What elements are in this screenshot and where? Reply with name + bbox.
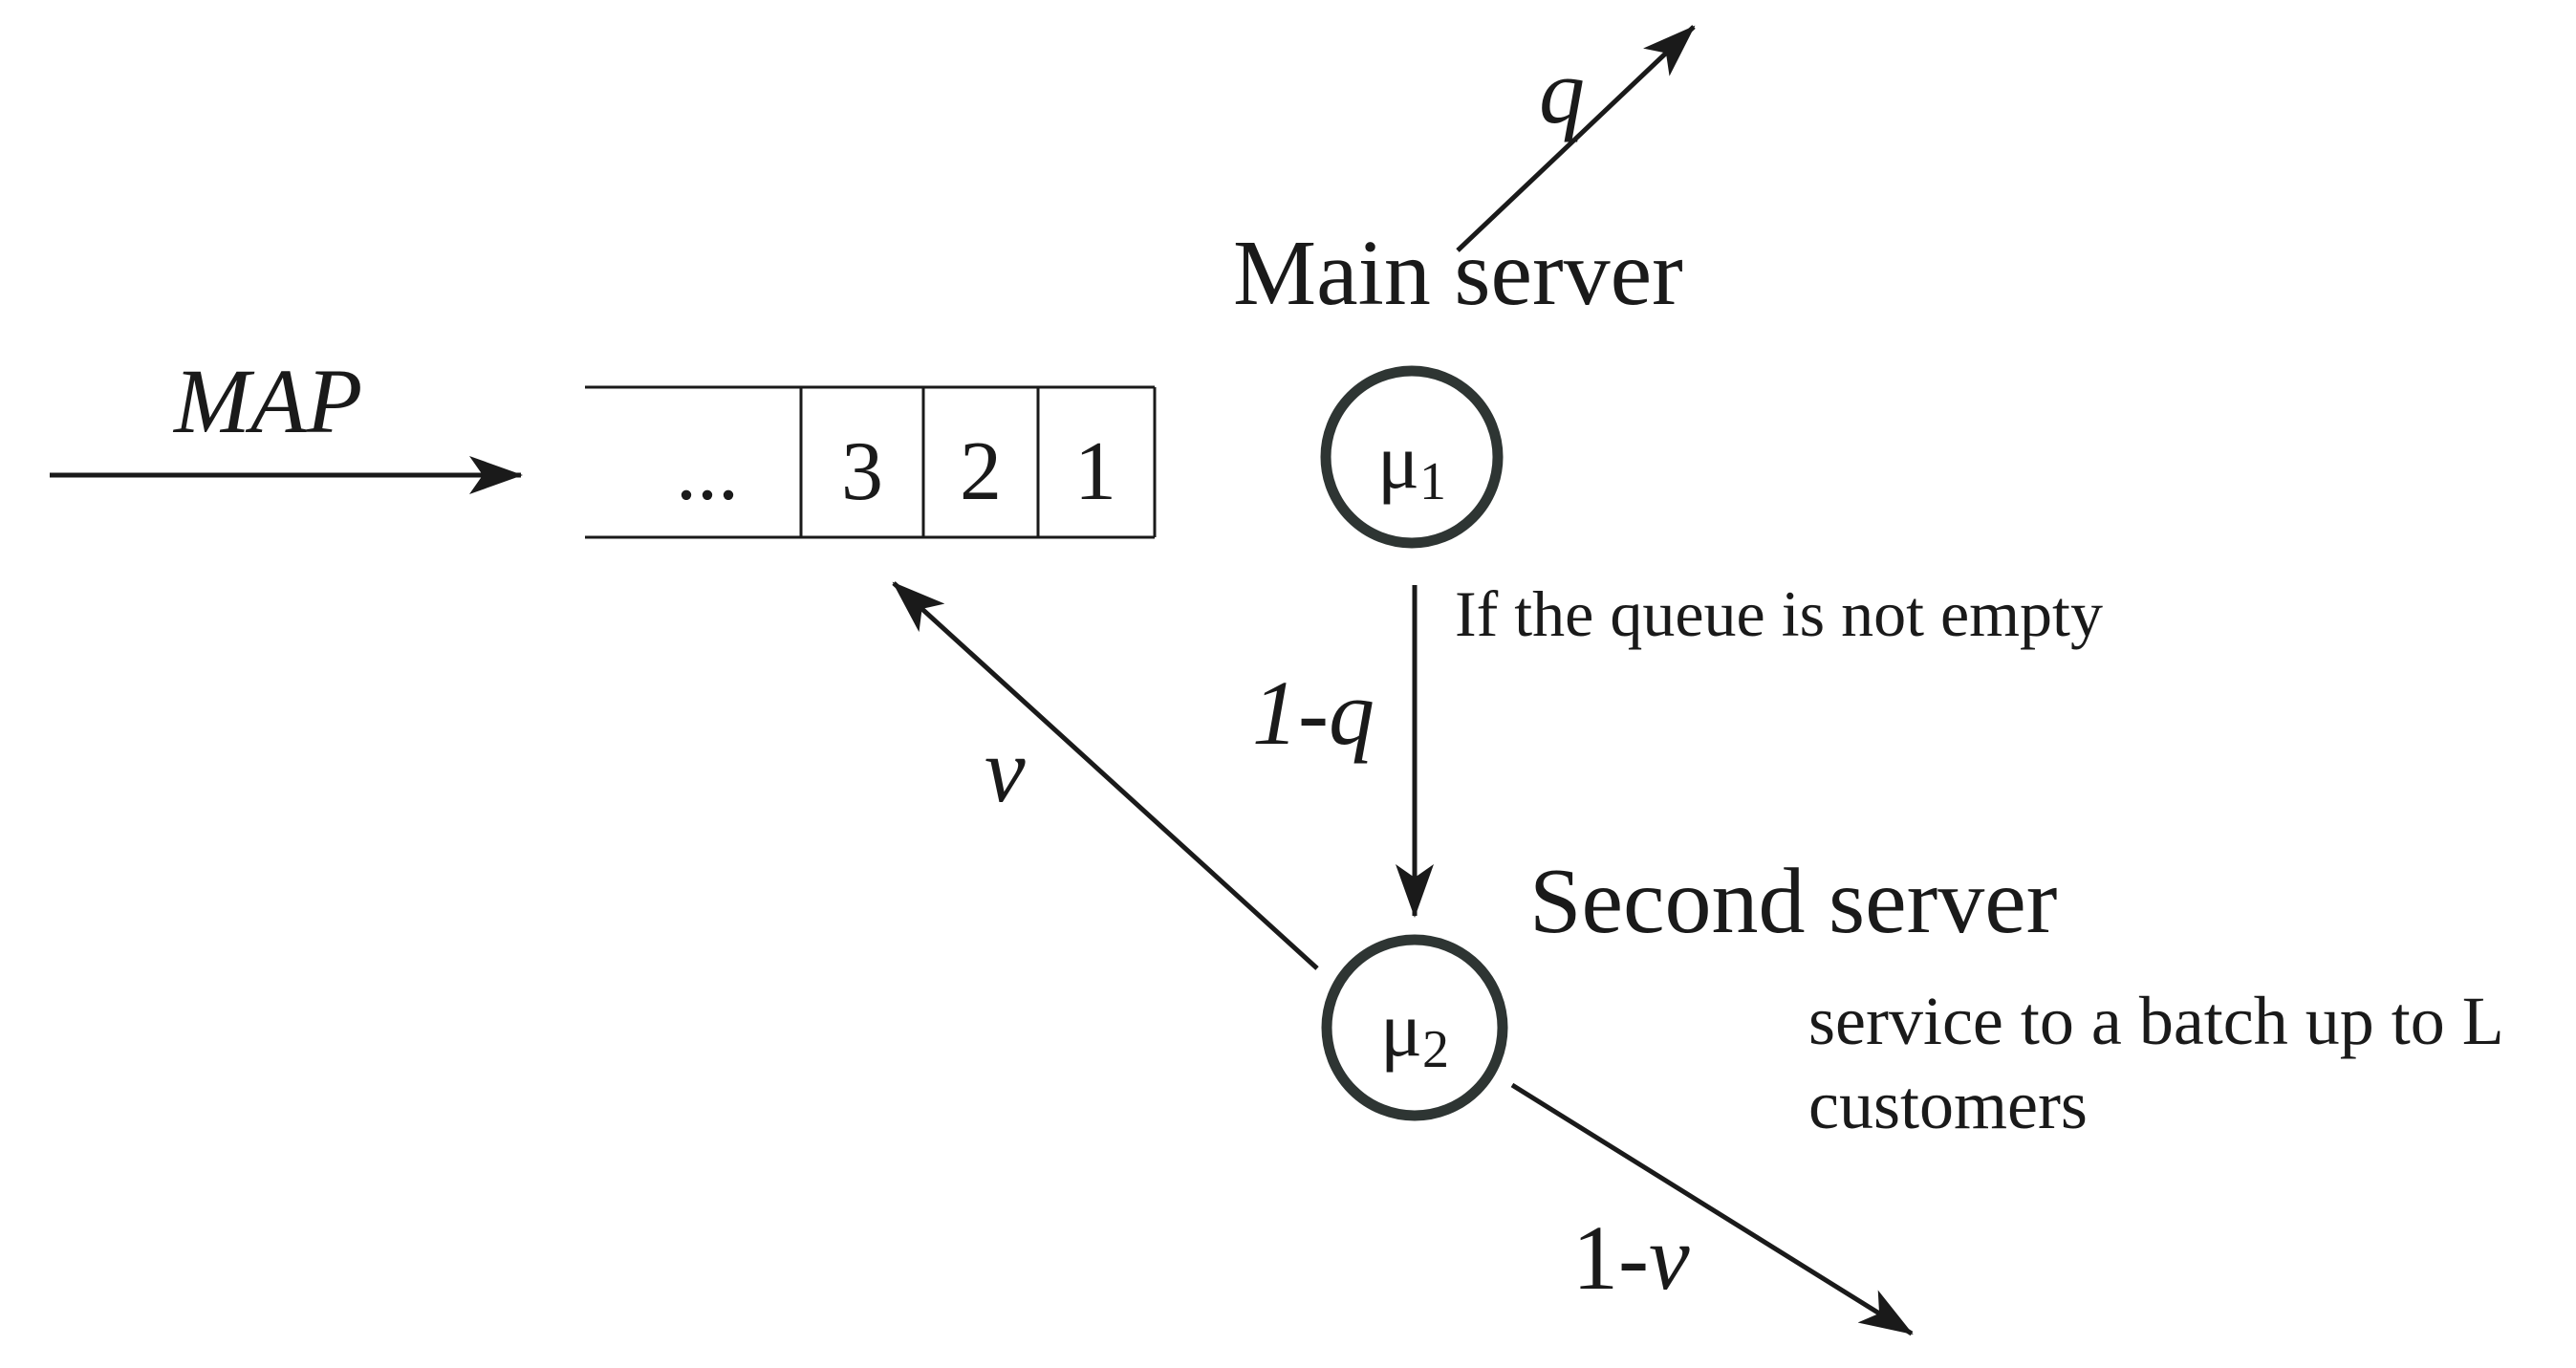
queue-cell-1: 1 xyxy=(1074,425,1116,518)
main-to-second-prob: 1-q xyxy=(1252,662,1375,764)
main-to-second-condition: If the queue is not empty xyxy=(1455,577,2103,650)
feedback-arrow xyxy=(892,581,1319,970)
exit-second-prob: 1-v xyxy=(1572,1206,1690,1309)
exit-main-arrow xyxy=(1456,25,1696,252)
exit-second-arrow xyxy=(1510,1082,1914,1336)
exit-main-prob: q xyxy=(1539,40,1585,142)
queue-cell-ellipsis: ... xyxy=(676,425,739,518)
main-server-node xyxy=(1320,365,1504,549)
queue-buffer xyxy=(585,385,1157,539)
second-server-node xyxy=(1321,934,1508,1121)
queue-cell-2: 2 xyxy=(960,425,1002,518)
batch-note-line2: customers xyxy=(1808,1067,2088,1143)
second-server-title: Second server xyxy=(1529,850,2057,953)
batch-note-line1: service to a batch up to L xyxy=(1808,983,2504,1059)
main-server-title: Main server xyxy=(1233,222,1683,325)
main-server-rate: μ1 xyxy=(1377,418,1446,511)
arrival-label: MAP xyxy=(172,350,362,452)
feedback-prob: v xyxy=(985,719,1026,821)
queue-cell-3: 3 xyxy=(841,425,883,518)
second-server-rate: μ2 xyxy=(1380,986,1449,1079)
